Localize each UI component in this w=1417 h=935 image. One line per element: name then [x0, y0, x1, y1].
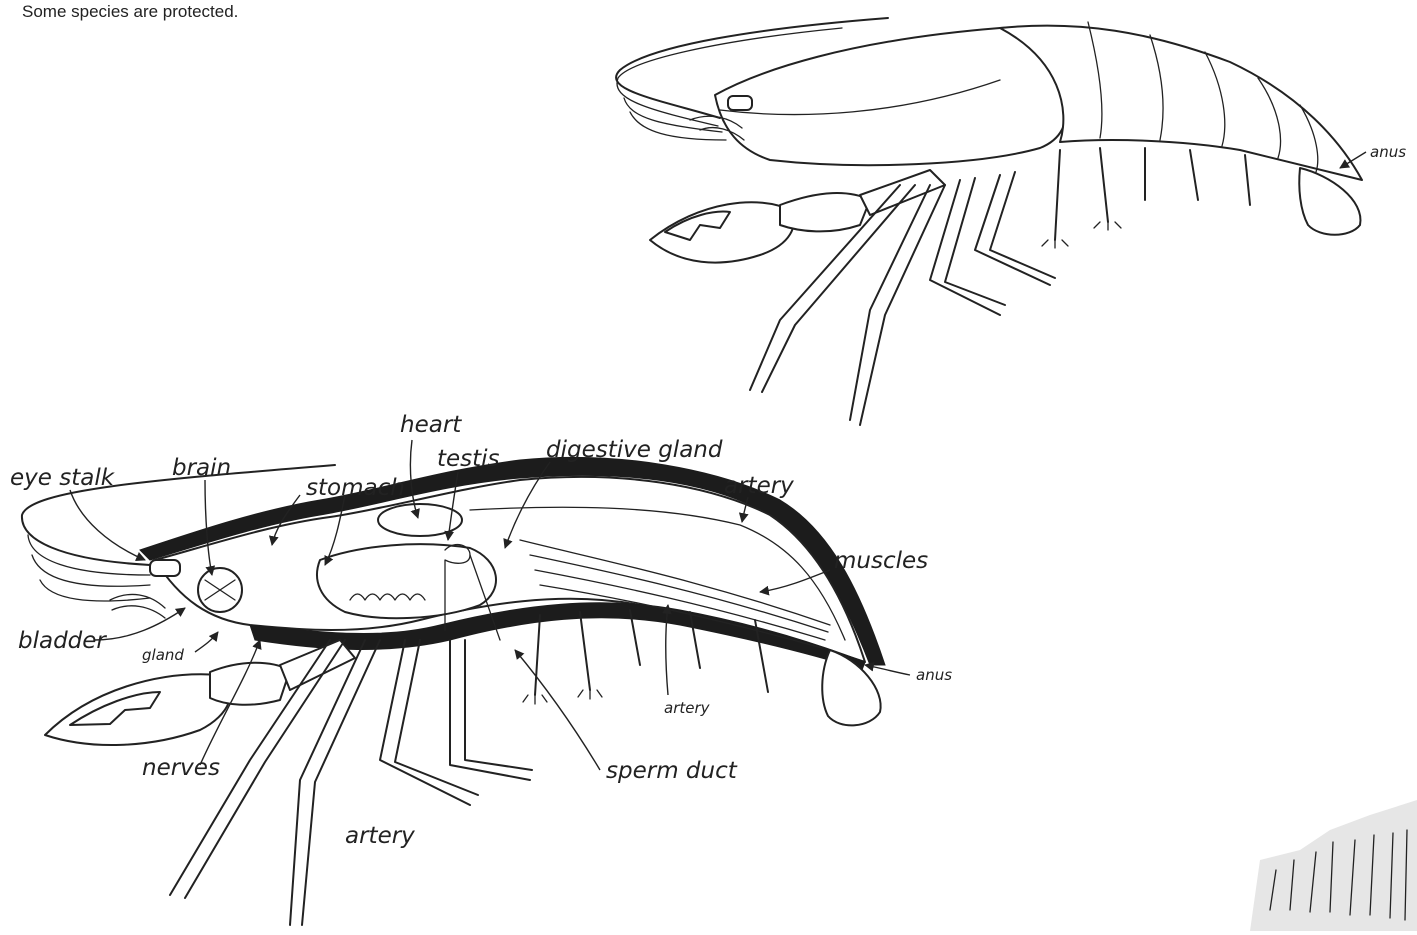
crayfish-external-drawing — [616, 18, 1362, 425]
muscles-label: muscles — [834, 548, 928, 574]
artery-label-bottom: artery — [345, 823, 415, 849]
anus-label-bottom: anus — [916, 666, 952, 684]
bladder-label: bladder — [18, 628, 107, 654]
brain-label: brain — [172, 455, 231, 481]
eye-stalk-label: eye stalk — [10, 465, 116, 491]
testis-label: testis — [437, 446, 500, 472]
sperm-duct-label: sperm duct — [606, 758, 738, 784]
caption: Some species are protected. — [22, 2, 238, 22]
gland-label: gland — [142, 646, 184, 664]
artery-label-middle: artery — [664, 699, 711, 717]
crayfish-internal-drawing — [22, 457, 885, 925]
artery-label-top: artery — [724, 473, 794, 499]
photo-fragment — [1250, 800, 1417, 931]
nerves-label: nerves — [142, 755, 220, 781]
stomach-label: stomach — [306, 475, 405, 501]
heart-label: heart — [400, 412, 462, 438]
anus-label-top: anus — [1370, 143, 1406, 161]
digestive-gland-label: digestive gland — [546, 437, 723, 463]
